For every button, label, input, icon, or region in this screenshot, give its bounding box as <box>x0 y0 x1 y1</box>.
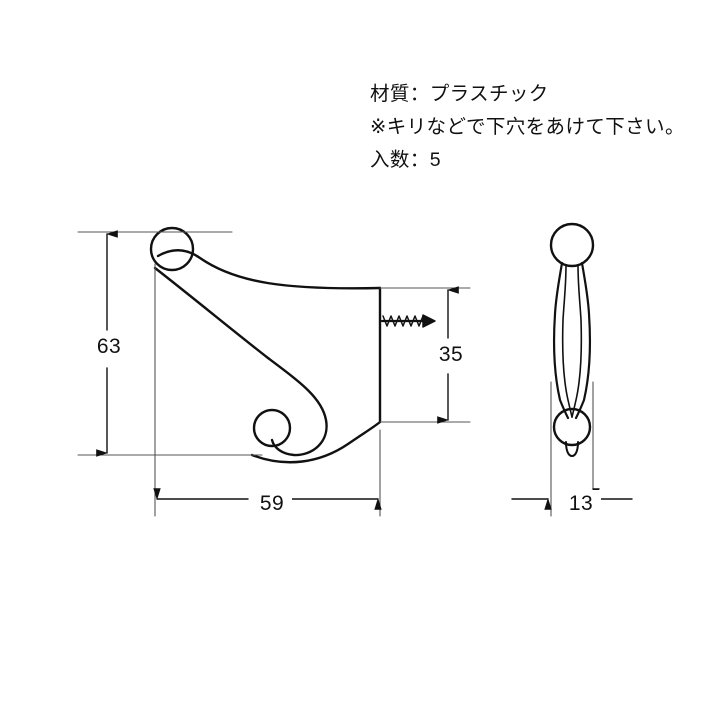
note-pilot-hole: ※キリなどで下穴をあけて下さい。 <box>370 116 685 138</box>
upper-arm-top-edge <box>156 249 382 290</box>
notes-block: 材質：プラスチック ※キリなどで下穴をあけて下さい。 入数：5 <box>370 78 710 177</box>
screw-tip <box>422 314 436 328</box>
hook-inner-curve <box>153 266 328 457</box>
bottom-ball <box>252 408 292 448</box>
front-left-inner-contour <box>561 264 573 418</box>
front-right-inner-contour <box>571 264 583 418</box>
dimension-label-screw-height: 35 <box>432 341 470 368</box>
screw-threads <box>382 315 424 327</box>
top-ball <box>149 226 195 272</box>
dimension-label-depth: 59 <box>252 490 292 517</box>
note-material: 材質：プラスチック <box>370 83 549 105</box>
front-top-ball <box>549 222 595 268</box>
front-bottom-ball <box>552 407 592 447</box>
front-bottom-nub <box>565 441 579 457</box>
bottom-edge <box>250 420 382 464</box>
note-quantity: 入数：5 <box>370 149 441 171</box>
dimension-label-height: 63 <box>90 333 128 360</box>
dimension-label-width: 13 <box>561 490 601 517</box>
